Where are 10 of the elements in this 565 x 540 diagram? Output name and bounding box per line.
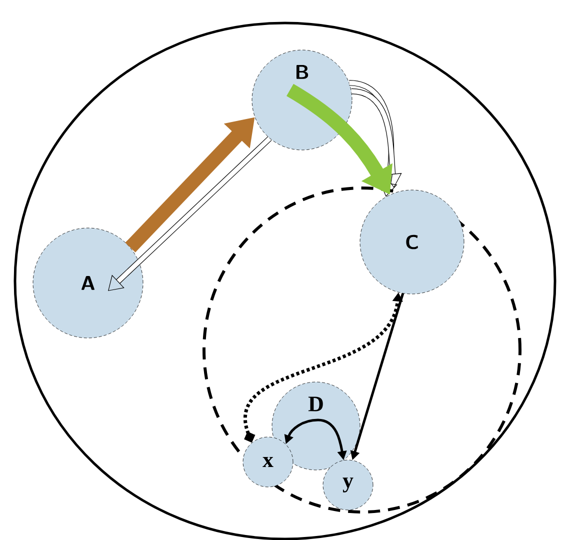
dashed-ellipse	[202, 186, 522, 514]
outer-circle	[14, 22, 556, 540]
circle-node: A	[32, 228, 144, 338]
circle-node: B	[252, 50, 352, 150]
circle-node: y	[322, 460, 374, 510]
circle-node: x	[242, 436, 294, 488]
hollow-arrow	[348, 80, 398, 197]
hollow-arrow	[351, 88, 402, 188]
hollow-arrow	[108, 136, 272, 291]
circle-node: C	[360, 190, 464, 294]
